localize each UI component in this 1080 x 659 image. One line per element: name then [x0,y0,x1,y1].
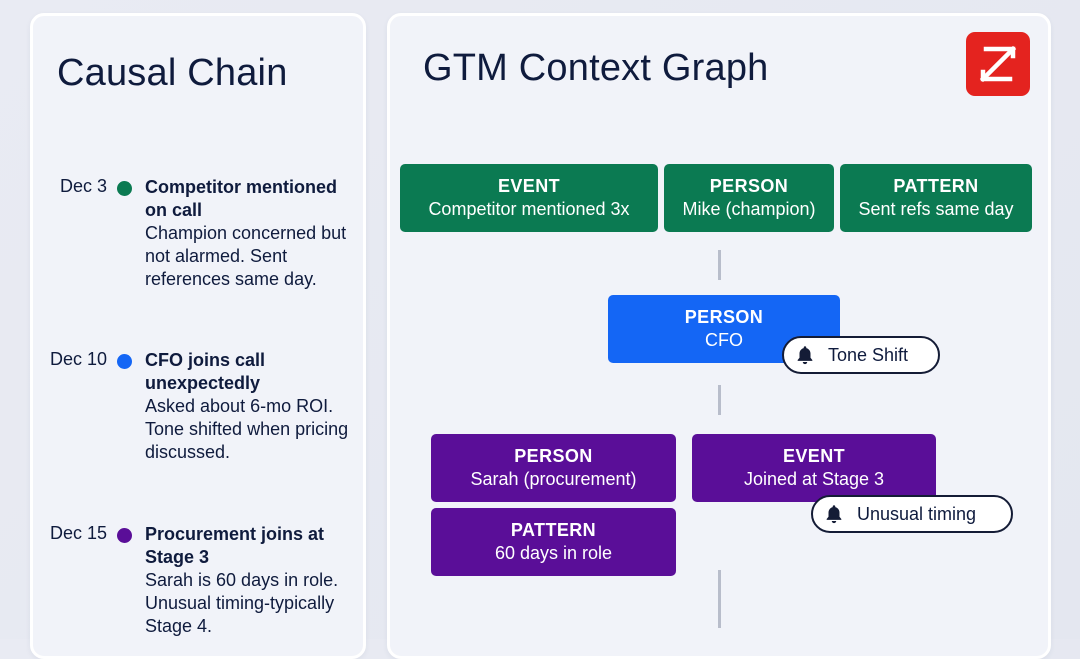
graph-node-person[interactable]: PERSON Mike (champion) [664,164,834,232]
connector-line [718,385,721,415]
timeline-date: Dec 3 [59,176,107,196]
node-type: PERSON [709,176,789,196]
graph-node-event[interactable]: EVENT Joined at Stage 3 [692,434,936,502]
node-label: CFO [705,330,743,350]
timeline-text: Competitor mentioned on call Champion co… [145,176,360,291]
graph-node-pattern[interactable]: PATTERN 60 days in role [431,508,676,576]
bell-icon [794,344,816,366]
graph-node-person[interactable]: PERSON Sarah (procurement) [431,434,676,502]
alert-tone-shift[interactable]: Tone Shift [782,336,940,374]
node-label: Sarah (procurement) [470,469,637,489]
node-label: 60 days in role [494,543,613,563]
timeline-text: Procurement joins at Stage 3 Sarah is 60… [145,523,360,638]
node-type: PATTERN [510,520,597,540]
zoominfo-logo-icon [966,32,1030,96]
timeline-dot [117,181,132,196]
timeline-dot [117,528,132,543]
node-type: PERSON [684,307,764,327]
node-label: Competitor mentioned 3x [428,199,630,219]
timeline-body: Asked about 6-mo ROI. Tone shifted when … [145,396,349,462]
node-label: Mike (champion) [682,199,816,219]
node-label: Sent refs same day [858,199,1014,219]
alert-label: Unusual timing [857,503,977,524]
context-graph-panel: GTM Context Graph EVENT Competitor menti… [387,13,1051,659]
graph-node-event[interactable]: EVENT Competitor mentioned 3x [400,164,658,232]
connector-line [718,570,721,628]
causal-chain-title: Causal Chain [57,52,288,94]
timeline-date: Dec 15 [49,523,107,543]
timeline-heading: CFO joins call unexpectedly [145,350,266,393]
causal-chain-panel: Causal Chain Dec 3 Competitor mentioned … [30,13,366,659]
timeline-heading: Procurement joins at Stage 3 [145,524,325,567]
graph-node-pattern[interactable]: PATTERN Sent refs same day [840,164,1032,232]
node-type: EVENT [497,176,560,196]
timeline-dot [117,354,132,369]
node-label: Joined at Stage 3 [743,469,885,489]
node-type: PATTERN [893,176,979,196]
connector-line [718,250,721,280]
timeline-heading: Competitor mentioned on call [145,177,337,220]
context-graph-title: GTM Context Graph [423,47,769,89]
alert-unusual-timing[interactable]: Unusual timing [811,495,1013,533]
bell-icon [823,503,845,525]
timeline-body: Sarah is 60 days in role. Unusual timing… [145,570,339,636]
alert-label: Tone Shift [828,344,909,365]
timeline-text: CFO joins call unexpectedly Asked about … [145,349,360,464]
timeline-date: Dec 10 [49,349,107,369]
node-type: PERSON [514,446,593,466]
node-type: EVENT [782,446,845,466]
timeline-body: Champion concerned but not alarmed. Sent… [145,223,347,289]
